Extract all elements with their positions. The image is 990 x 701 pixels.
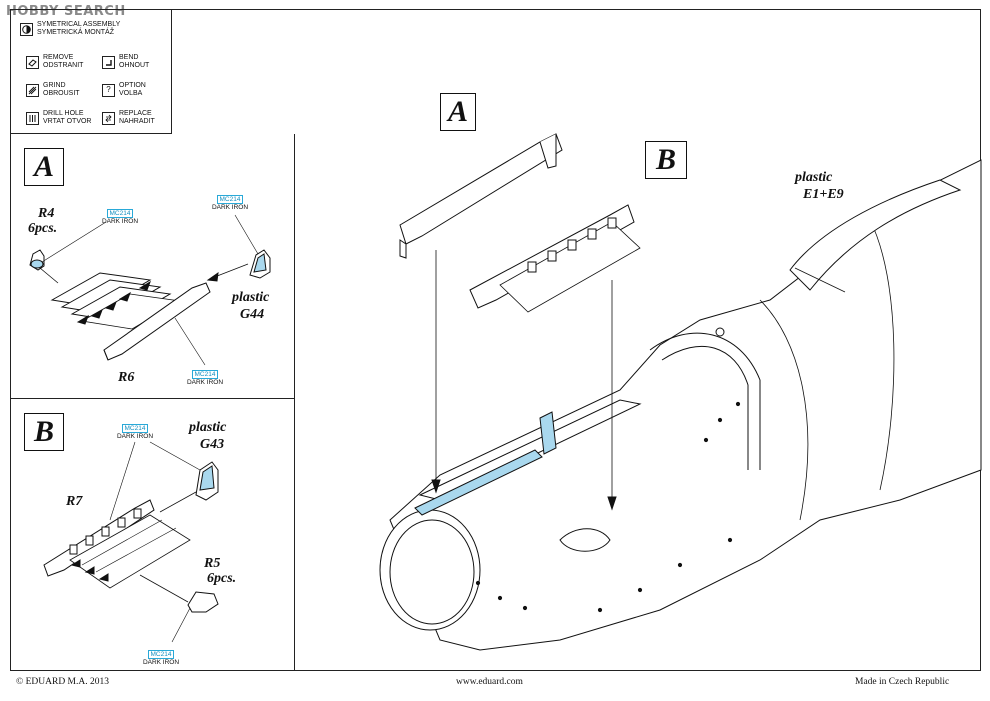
footer-website: www.eduard.com bbox=[456, 677, 523, 687]
r7-label: R7 bbox=[66, 494, 83, 509]
option-icon: ? bbox=[102, 83, 115, 97]
part-r5 bbox=[187, 591, 219, 613]
bend-icon bbox=[102, 55, 115, 69]
plastic-part-e1-e9: E1+E9 bbox=[803, 187, 844, 202]
drill-hole-icon bbox=[26, 111, 39, 125]
main-part-a bbox=[399, 133, 563, 259]
step-letter-b: B bbox=[24, 413, 64, 451]
replace-icon bbox=[102, 111, 115, 125]
panel-divider bbox=[10, 398, 295, 399]
footer-copyright: © EDUARD M.A. 2013 bbox=[16, 677, 109, 687]
panel-b-drawing bbox=[43, 441, 219, 643]
footer-origin: Made in Czech Republic bbox=[855, 677, 950, 687]
watermark: HOBBY SEARCH bbox=[6, 4, 126, 19]
grind-icon bbox=[26, 83, 39, 97]
plastic-label-a: plastic bbox=[232, 290, 270, 305]
fuselage-drawing bbox=[379, 159, 982, 651]
highlight-strip bbox=[414, 449, 543, 516]
r4-quantity: 6pcs. bbox=[28, 221, 58, 236]
remove-icon bbox=[26, 55, 39, 69]
r5-label: R5 bbox=[204, 556, 221, 571]
main-part-b bbox=[469, 204, 641, 313]
part-r7 bbox=[43, 499, 155, 577]
plastic-label-b: plastic bbox=[189, 420, 227, 435]
step-letter-a: A bbox=[24, 148, 64, 186]
r4-label: R4 bbox=[38, 206, 55, 221]
panel-a-drawing bbox=[29, 214, 271, 366]
left-panel-column bbox=[10, 134, 295, 671]
r5-quantity: 6pcs. bbox=[207, 571, 237, 586]
plastic-part-g44: G44 bbox=[240, 307, 265, 322]
main-step-letter-b: B bbox=[645, 141, 687, 179]
r6-label: R6 bbox=[118, 370, 135, 385]
plastic-label-main: plastic bbox=[795, 170, 833, 185]
plastic-part-g43: G43 bbox=[200, 437, 225, 452]
symmetric-assembly-icon bbox=[20, 22, 33, 36]
main-step-letter-a: A bbox=[440, 93, 476, 131]
